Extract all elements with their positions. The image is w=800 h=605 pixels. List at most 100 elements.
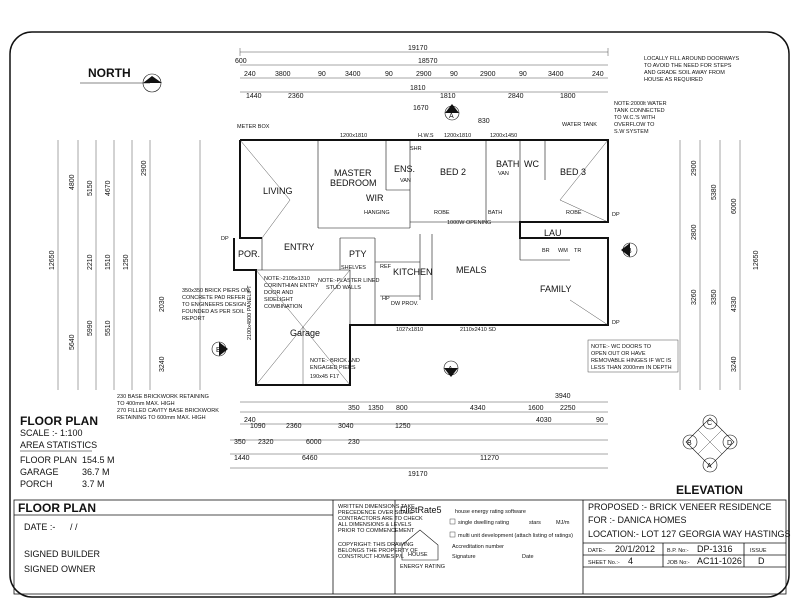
svg-text:350: 350	[348, 405, 360, 412]
svg-text:WM: WM	[558, 248, 568, 254]
svg-text:DP: DP	[221, 236, 229, 242]
svg-text:4340: 4340	[470, 405, 486, 412]
svg-text:DOOR AND: DOOR AND	[264, 290, 293, 296]
svg-text:DP-1316: DP-1316	[697, 544, 733, 554]
svg-text:A: A	[448, 366, 453, 373]
svg-text:/ /: / /	[70, 522, 78, 532]
svg-text:AND GRADE SOIL AWAY FROM: AND GRADE SOIL AWAY FROM	[644, 70, 725, 76]
room-family: FAMILY	[540, 284, 571, 294]
dim-top-inner: 18570	[418, 58, 438, 65]
svg-text:11270: 11270	[480, 455, 499, 462]
svg-text:TR: TR	[574, 248, 581, 254]
top-dimensions: 19170 600 18570 240 3800 90 3400 90 2900…	[235, 45, 609, 125]
svg-text:600: 600	[235, 58, 247, 65]
north-arrow-icon	[143, 76, 162, 83]
svg-text:COPYRIGHT: THIS DRAWING: COPYRIGHT: THIS DRAWING	[338, 542, 413, 548]
svg-text:4: 4	[628, 556, 633, 566]
svg-text:90: 90	[596, 417, 604, 424]
svg-text:Date: Date	[522, 554, 534, 560]
fixture-labels: ROBE ROBE HANGING SHELVES VAN VAN SHR BA…	[221, 122, 620, 380]
section-a-bottom: A	[443, 360, 459, 377]
svg-text:2250: 2250	[560, 405, 576, 412]
room-bed3: BED 3	[560, 167, 586, 177]
svg-text:3350: 3350	[711, 289, 718, 305]
house-energy-rating-logo: HOUSE ENERGY RATING	[400, 529, 445, 570]
svg-text:GARAGE: GARAGE	[20, 467, 59, 477]
svg-text:FOUNDED AS PER SOIL: FOUNDED AS PER SOIL	[182, 309, 245, 315]
svg-text:stars: stars	[529, 520, 541, 526]
svg-text:2840: 2840	[508, 93, 524, 100]
svg-text:6460: 6460	[302, 455, 318, 462]
room-meals: MEALS	[456, 265, 487, 275]
title-block: FLOOR PLAN DATE :- / / SIGNED BUILDER SI…	[13, 499, 791, 595]
svg-text:3260: 3260	[691, 289, 698, 305]
svg-text:2360: 2360	[286, 423, 302, 430]
elevation-compass: C B D A ELEVATION	[676, 414, 743, 497]
svg-text:DATE :-: DATE :-	[24, 522, 55, 532]
svg-text:D: D	[758, 556, 765, 566]
room-bath: BATH	[496, 159, 519, 169]
svg-text:90: 90	[385, 71, 393, 78]
svg-text:WATER TANK: WATER TANK	[562, 122, 597, 128]
svg-text:12650: 12650	[49, 250, 56, 270]
svg-text:BATH: BATH	[488, 210, 502, 216]
svg-text:1600: 1600	[528, 405, 544, 412]
svg-text:5150: 5150	[87, 180, 94, 196]
svg-text:multi unit development (attach: multi unit development (attach listing o…	[458, 533, 573, 539]
bottom-dimensions: 3940 350 1350 800 4340 1600 2250 240 236…	[230, 393, 608, 478]
svg-text:3800: 3800	[275, 71, 291, 78]
svg-text:3400: 3400	[548, 71, 564, 78]
svg-text:3940: 3940	[555, 393, 571, 400]
svg-text:house energy rating software: house energy rating software	[455, 509, 526, 515]
svg-text:D: D	[727, 440, 732, 447]
svg-text:RETAINING TO 600mm MAX. HIGH: RETAINING TO 600mm MAX. HIGH	[117, 415, 206, 421]
svg-text:PRECEDENCE OVER SCALE: PRECEDENCE OVER SCALE	[338, 510, 413, 516]
svg-text:HOUSE AS REQUIRED: HOUSE AS REQUIRED	[644, 77, 703, 83]
north-arrow: NORTH	[80, 66, 162, 93]
svg-text:3240: 3240	[159, 356, 166, 372]
svg-text:A: A	[449, 113, 454, 120]
svg-text:2320: 2320	[258, 439, 274, 446]
svg-text:NOTE:- BRICK AND: NOTE:- BRICK AND	[310, 358, 360, 364]
room-bedroom: BEDROOM	[330, 178, 377, 188]
proposed-text: PROPOSED :- BRICK VENEER RESIDENCE	[588, 502, 772, 512]
svg-text:350x350 BRICK PIERS ON: 350x350 BRICK PIERS ON	[182, 288, 249, 294]
svg-text:240: 240	[244, 417, 256, 424]
svg-text:OVERFLOW TO: OVERFLOW TO	[614, 122, 655, 128]
svg-text:Accreditation number: Accreditation number	[452, 544, 504, 550]
svg-text:240: 240	[592, 71, 604, 78]
svg-text:SIDELIGHT: SIDELIGHT	[264, 297, 294, 303]
dim-bottom-total: 19170	[408, 471, 428, 478]
svg-text:DP: DP	[612, 320, 620, 326]
location-text: LOCATION:- LOT 127 GEORGIA WAY HASTINGS	[588, 529, 791, 539]
wc-door-note: NOTE:- WC DOORS TO OPEN OUT OR HAVE REMO…	[587, 339, 679, 373]
svg-text:PRIOR TO COMMENCEMENT: PRIOR TO COMMENCEMENT	[338, 528, 415, 534]
svg-text:1350: 1350	[368, 405, 384, 412]
svg-text:VAN: VAN	[498, 171, 509, 177]
svg-text:1200x1450: 1200x1450	[490, 133, 517, 139]
svg-text:1670: 1670	[413, 105, 429, 112]
svg-text:1200x1810: 1200x1810	[444, 133, 471, 139]
section-a-top: A	[444, 104, 460, 121]
svg-text:1200x1810: 1200x1810	[340, 133, 367, 139]
room-ens: ENS.	[394, 164, 415, 174]
svg-text:1800: 1800	[560, 93, 576, 100]
svg-text:single dwelling rating: single dwelling rating	[458, 520, 509, 526]
svg-text:LOCALLY FILL AROUND DOORWAYS: LOCALLY FILL AROUND DOORWAYS	[644, 56, 739, 62]
svg-text:1027x1810: 1027x1810	[396, 327, 423, 333]
north-label: NORTH	[88, 66, 131, 80]
svg-text:1440: 1440	[246, 93, 262, 100]
svg-text:OPEN OUT OR HAVE: OPEN OUT OR HAVE	[591, 351, 646, 357]
svg-text:2800: 2800	[691, 224, 698, 240]
svg-text:HANGING: HANGING	[364, 210, 390, 216]
svg-text:5380: 5380	[711, 184, 718, 200]
svg-text:SIGNED BUILDER: SIGNED BUILDER	[24, 549, 101, 559]
firstrate-logo: FirstRate5	[400, 505, 442, 515]
building-walls	[233, 139, 609, 386]
svg-text:36.7 M: 36.7 M	[82, 467, 110, 477]
svg-text:ENERGY RATING: ENERGY RATING	[400, 564, 445, 570]
svg-text:90: 90	[519, 71, 527, 78]
svg-text:HOUSE: HOUSE	[408, 552, 428, 558]
svg-text:SHELVES: SHELVES	[341, 265, 366, 271]
section-b-left: B	[211, 341, 228, 357]
